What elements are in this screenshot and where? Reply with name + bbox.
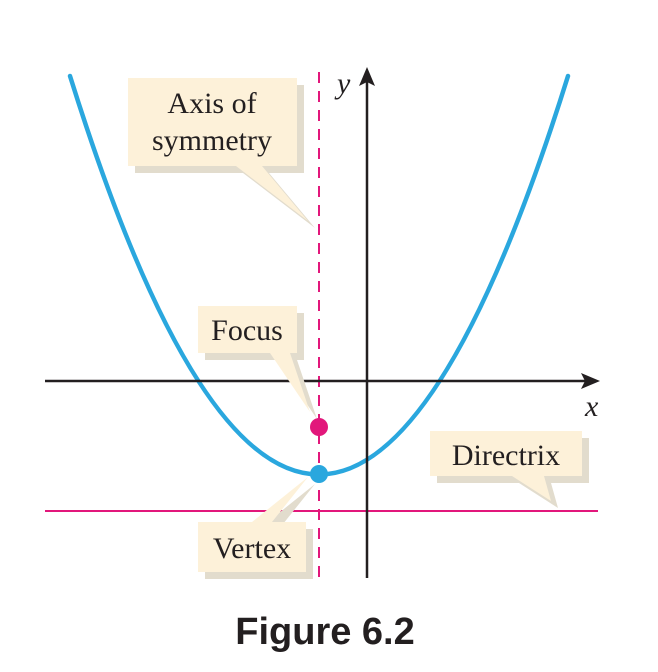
directrix-callout: Directrix xyxy=(430,431,589,508)
x-axis-arrow-icon xyxy=(581,373,600,389)
axis-of-symmetry-callout: Axis of symmetry xyxy=(128,78,315,228)
focus-point xyxy=(310,418,328,436)
axis-of-symmetry-label-line1: Axis of xyxy=(167,87,256,120)
directrix-label: Directrix xyxy=(452,439,560,472)
vertex-point xyxy=(310,465,328,483)
focus-label: Focus xyxy=(211,314,283,347)
figure-caption: Figure 6.2 xyxy=(235,611,415,653)
y-axis xyxy=(359,67,375,578)
focus-callout: Focus xyxy=(198,306,317,419)
x-axis-label: x xyxy=(584,390,599,423)
y-axis-arrow-icon xyxy=(359,67,375,86)
vertex-label: Vertex xyxy=(213,532,291,565)
vertex-callout: Vertex xyxy=(198,477,315,579)
axis-of-symmetry-label-line2: symmetry xyxy=(152,124,272,157)
y-axis-label: y xyxy=(334,67,351,100)
x-axis xyxy=(45,373,600,389)
